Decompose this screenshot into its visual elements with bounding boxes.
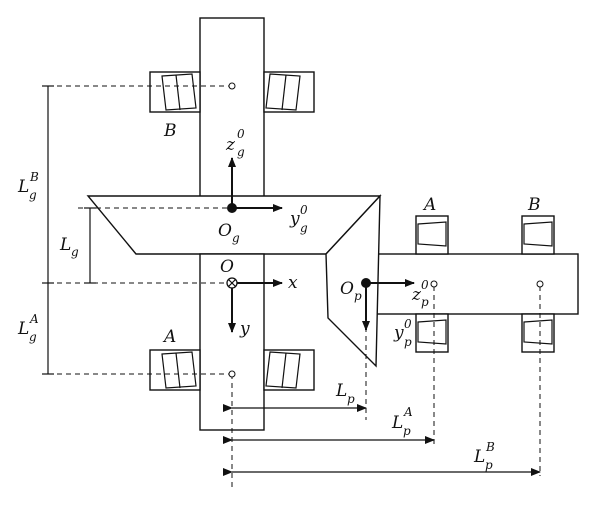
bearing-A-gear-left <box>149 349 201 391</box>
svg-text:L: L <box>17 319 29 339</box>
svg-text:p: p <box>421 295 429 309</box>
svg-text:L: L <box>59 235 71 255</box>
bearing-A-gear-center <box>228 370 236 378</box>
label-x: x <box>288 273 298 293</box>
bearing-B-gear-right <box>263 71 315 113</box>
svg-text:A: A <box>403 405 413 419</box>
svg-text:0: 0 <box>404 317 412 331</box>
label-LpB: L p B <box>473 440 495 472</box>
svg-text:B: B <box>485 440 495 454</box>
label-y: y <box>239 319 250 339</box>
svg-text:L: L <box>391 413 403 433</box>
svg-text:g: g <box>237 145 245 159</box>
svg-text:L: L <box>473 447 485 467</box>
bearing-B-gear-left <box>149 71 201 113</box>
svg-text:0: 0 <box>237 127 245 141</box>
label-zp0: z p 0 <box>411 278 429 309</box>
label-Lp: L p <box>335 381 355 406</box>
svg-text:O: O <box>218 221 232 241</box>
svg-text:O: O <box>340 279 354 299</box>
svg-text:B: B <box>29 170 39 184</box>
svg-text:g: g <box>71 245 79 259</box>
svg-text:z: z <box>411 285 422 305</box>
label-LpA: L p A <box>391 405 413 438</box>
label-LgA: L g A <box>17 312 39 344</box>
bearing-B-pinion-bottom <box>521 313 555 353</box>
label-bearing-B-gear: B <box>163 121 177 141</box>
bearing-A-pinion-center <box>430 280 438 288</box>
label-bearing-B-pinion: B <box>527 195 541 215</box>
bearing-B-pinion-center <box>536 280 544 288</box>
bearing-A-pinion-bottom <box>415 313 449 353</box>
bearing-B-pinion-top <box>521 215 555 255</box>
label-Og: O g <box>218 221 240 245</box>
label-Op: O p <box>340 279 362 303</box>
svg-text:0: 0 <box>421 278 429 292</box>
svg-text:g: g <box>29 188 37 202</box>
label-LgB: L g B <box>17 170 39 202</box>
bearing-A-pinion-top <box>415 215 449 255</box>
svg-text:p: p <box>347 392 355 406</box>
label-yg0: y g 0 <box>289 203 308 235</box>
svg-text:L: L <box>17 177 29 197</box>
label-Lg: L g <box>59 235 79 259</box>
svg-text:A: A <box>29 312 39 326</box>
label-yp0: y p 0 <box>393 317 412 349</box>
svg-text:p: p <box>354 289 362 303</box>
svg-text:p: p <box>485 458 493 472</box>
svg-text:g: g <box>300 221 308 235</box>
svg-text:z: z <box>225 135 236 155</box>
label-O: O <box>220 257 234 277</box>
svg-text:y: y <box>393 323 404 343</box>
svg-text:y: y <box>289 209 300 229</box>
label-bearing-A-pinion: A <box>422 195 436 215</box>
svg-text:L: L <box>335 381 347 401</box>
svg-text:p: p <box>403 424 411 438</box>
svg-text:g: g <box>29 330 37 344</box>
svg-text:g: g <box>232 231 240 245</box>
label-zg0: z g 0 <box>225 127 245 159</box>
bearing-A-gear-right <box>263 349 315 391</box>
bearing-B-gear-center <box>228 82 236 90</box>
label-bearing-A-gear: A <box>162 327 176 347</box>
svg-text:p: p <box>404 335 412 349</box>
svg-text:0: 0 <box>300 203 308 217</box>
